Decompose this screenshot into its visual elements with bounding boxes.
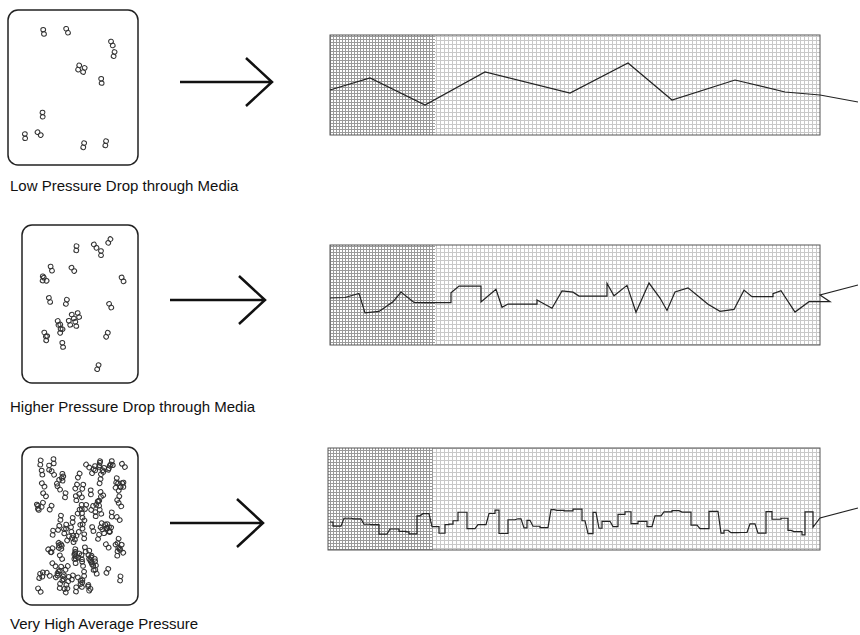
caption-label: Higher Pressure Drop through Media [10, 398, 255, 415]
chart-paper [328, 448, 820, 550]
particles [34, 457, 128, 596]
caption-label: Very High Average Pressure [10, 615, 198, 632]
chart-paper-dark [328, 448, 433, 550]
pressure-trace [330, 283, 858, 313]
chart-paper-dark [330, 245, 435, 345]
sample-row [8, 10, 858, 165]
particles [22, 26, 118, 150]
chart-border [330, 35, 820, 135]
arrow [170, 499, 263, 547]
chart-border [330, 245, 820, 345]
particles [39, 236, 126, 372]
media-box [22, 447, 138, 605]
pressure-trace [330, 63, 858, 105]
arrow [170, 276, 265, 324]
sample-row [22, 447, 858, 605]
arrow [180, 58, 272, 106]
media-box [8, 10, 138, 165]
media-box [22, 225, 138, 383]
chart-paper [330, 35, 820, 135]
chart-border [328, 448, 820, 550]
caption-label: Low Pressure Drop through Media [10, 177, 238, 194]
pressure-trace [330, 508, 858, 535]
sample-row [22, 225, 858, 383]
chart-paper [330, 245, 820, 345]
